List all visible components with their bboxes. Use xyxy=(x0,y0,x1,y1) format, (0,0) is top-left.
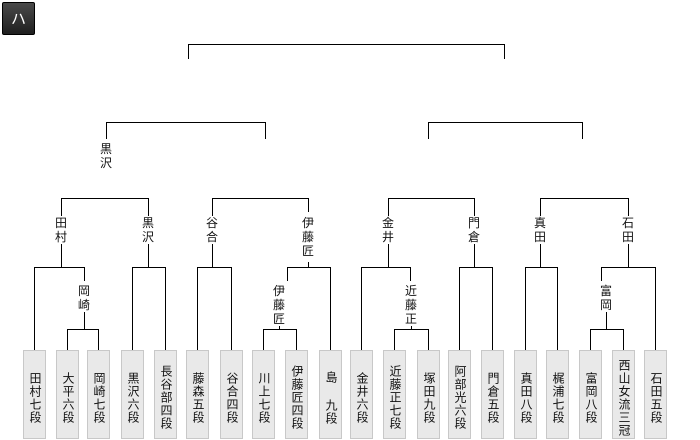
player-taniai[interactable]: 谷合四段 xyxy=(220,350,243,439)
winner-r1-tomioka: 富 岡 xyxy=(594,284,618,312)
winner-r2-kurosawa: 黒 沢 xyxy=(136,216,160,244)
player-nishiyama[interactable]: 西山女流三冠 xyxy=(612,350,635,439)
bracket-qf-3 xyxy=(388,198,475,212)
player-okazaki[interactable]: 岡崎七段 xyxy=(87,350,110,439)
player-kanai[interactable]: 金井六段 xyxy=(350,350,373,439)
bracket-r1-kondo xyxy=(394,329,429,350)
winner-r1-ito: 伊 藤 匠 xyxy=(267,284,291,326)
player-kawakami[interactable]: 川上七段 xyxy=(252,350,275,439)
player-tamura[interactable]: 田村七段 xyxy=(23,350,46,439)
bracket-r1-ito xyxy=(263,329,297,350)
winner-r2-tamura: 田 村 xyxy=(49,216,73,244)
winner-r2-sanada: 真 田 xyxy=(528,216,552,244)
bracket-r16-sanada xyxy=(525,267,558,350)
tournament-badge: ハ xyxy=(2,2,35,35)
player-kondo[interactable]: 近藤正七段 xyxy=(383,350,406,439)
player-hasebe[interactable]: 長谷部四段 xyxy=(154,350,177,439)
winner-r2-ito: 伊 藤 匠 xyxy=(296,216,320,258)
player-abe[interactable]: 阿部光六段 xyxy=(448,350,471,439)
player-fujimori[interactable]: 藤森五段 xyxy=(186,350,209,439)
bracket-r1-okazaki xyxy=(67,329,99,350)
bracket-r1-tomioka xyxy=(590,329,624,350)
bracket-semi-left xyxy=(106,122,266,139)
bracket-final xyxy=(188,44,505,59)
winner-r1-okazaki: 岡 崎 xyxy=(72,284,96,312)
player-tomioka[interactable]: 富岡八段 xyxy=(579,350,602,439)
winner-r2-ishida: 石 田 xyxy=(616,216,640,244)
player-shima[interactable]: 島 九段 xyxy=(319,350,342,439)
bracket-r16-kanai xyxy=(361,267,411,350)
bracket-qf-4 xyxy=(540,198,629,212)
player-ishida[interactable]: 石田五段 xyxy=(644,350,667,439)
player-sanada[interactable]: 真田八段 xyxy=(514,350,537,439)
winner-r2-kanai: 金 井 xyxy=(376,216,400,244)
winner-r3-kurosawa: 黒 沢 xyxy=(94,142,118,170)
bracket-r16-tamura xyxy=(34,267,85,350)
winner-r2-kadokura: 門 倉 xyxy=(462,216,486,244)
player-kurosawa[interactable]: 黒沢六段 xyxy=(121,350,144,439)
bracket-semi-right xyxy=(428,122,583,139)
winner-r2-taniai: 谷 合 xyxy=(200,216,224,244)
bracket-qf-1 xyxy=(61,198,149,212)
player-kajiura[interactable]: 梶浦七段 xyxy=(546,350,569,439)
bracket-r16-ito xyxy=(287,267,331,350)
bracket-qf-2 xyxy=(212,198,309,212)
player-ohira[interactable]: 大平六段 xyxy=(56,350,79,439)
player-tsukada[interactable]: 塚田九段 xyxy=(417,350,440,439)
player-ito[interactable]: 伊藤匠四段 xyxy=(285,350,308,439)
player-kadokura[interactable]: 門倉五段 xyxy=(481,350,504,439)
winner-r1-kondo: 近 藤 正 xyxy=(399,284,423,326)
bracket-r16-kurosawa xyxy=(132,267,166,350)
bracket-r16-taniai xyxy=(197,267,232,350)
bracket-r16-kadokura xyxy=(459,267,493,350)
